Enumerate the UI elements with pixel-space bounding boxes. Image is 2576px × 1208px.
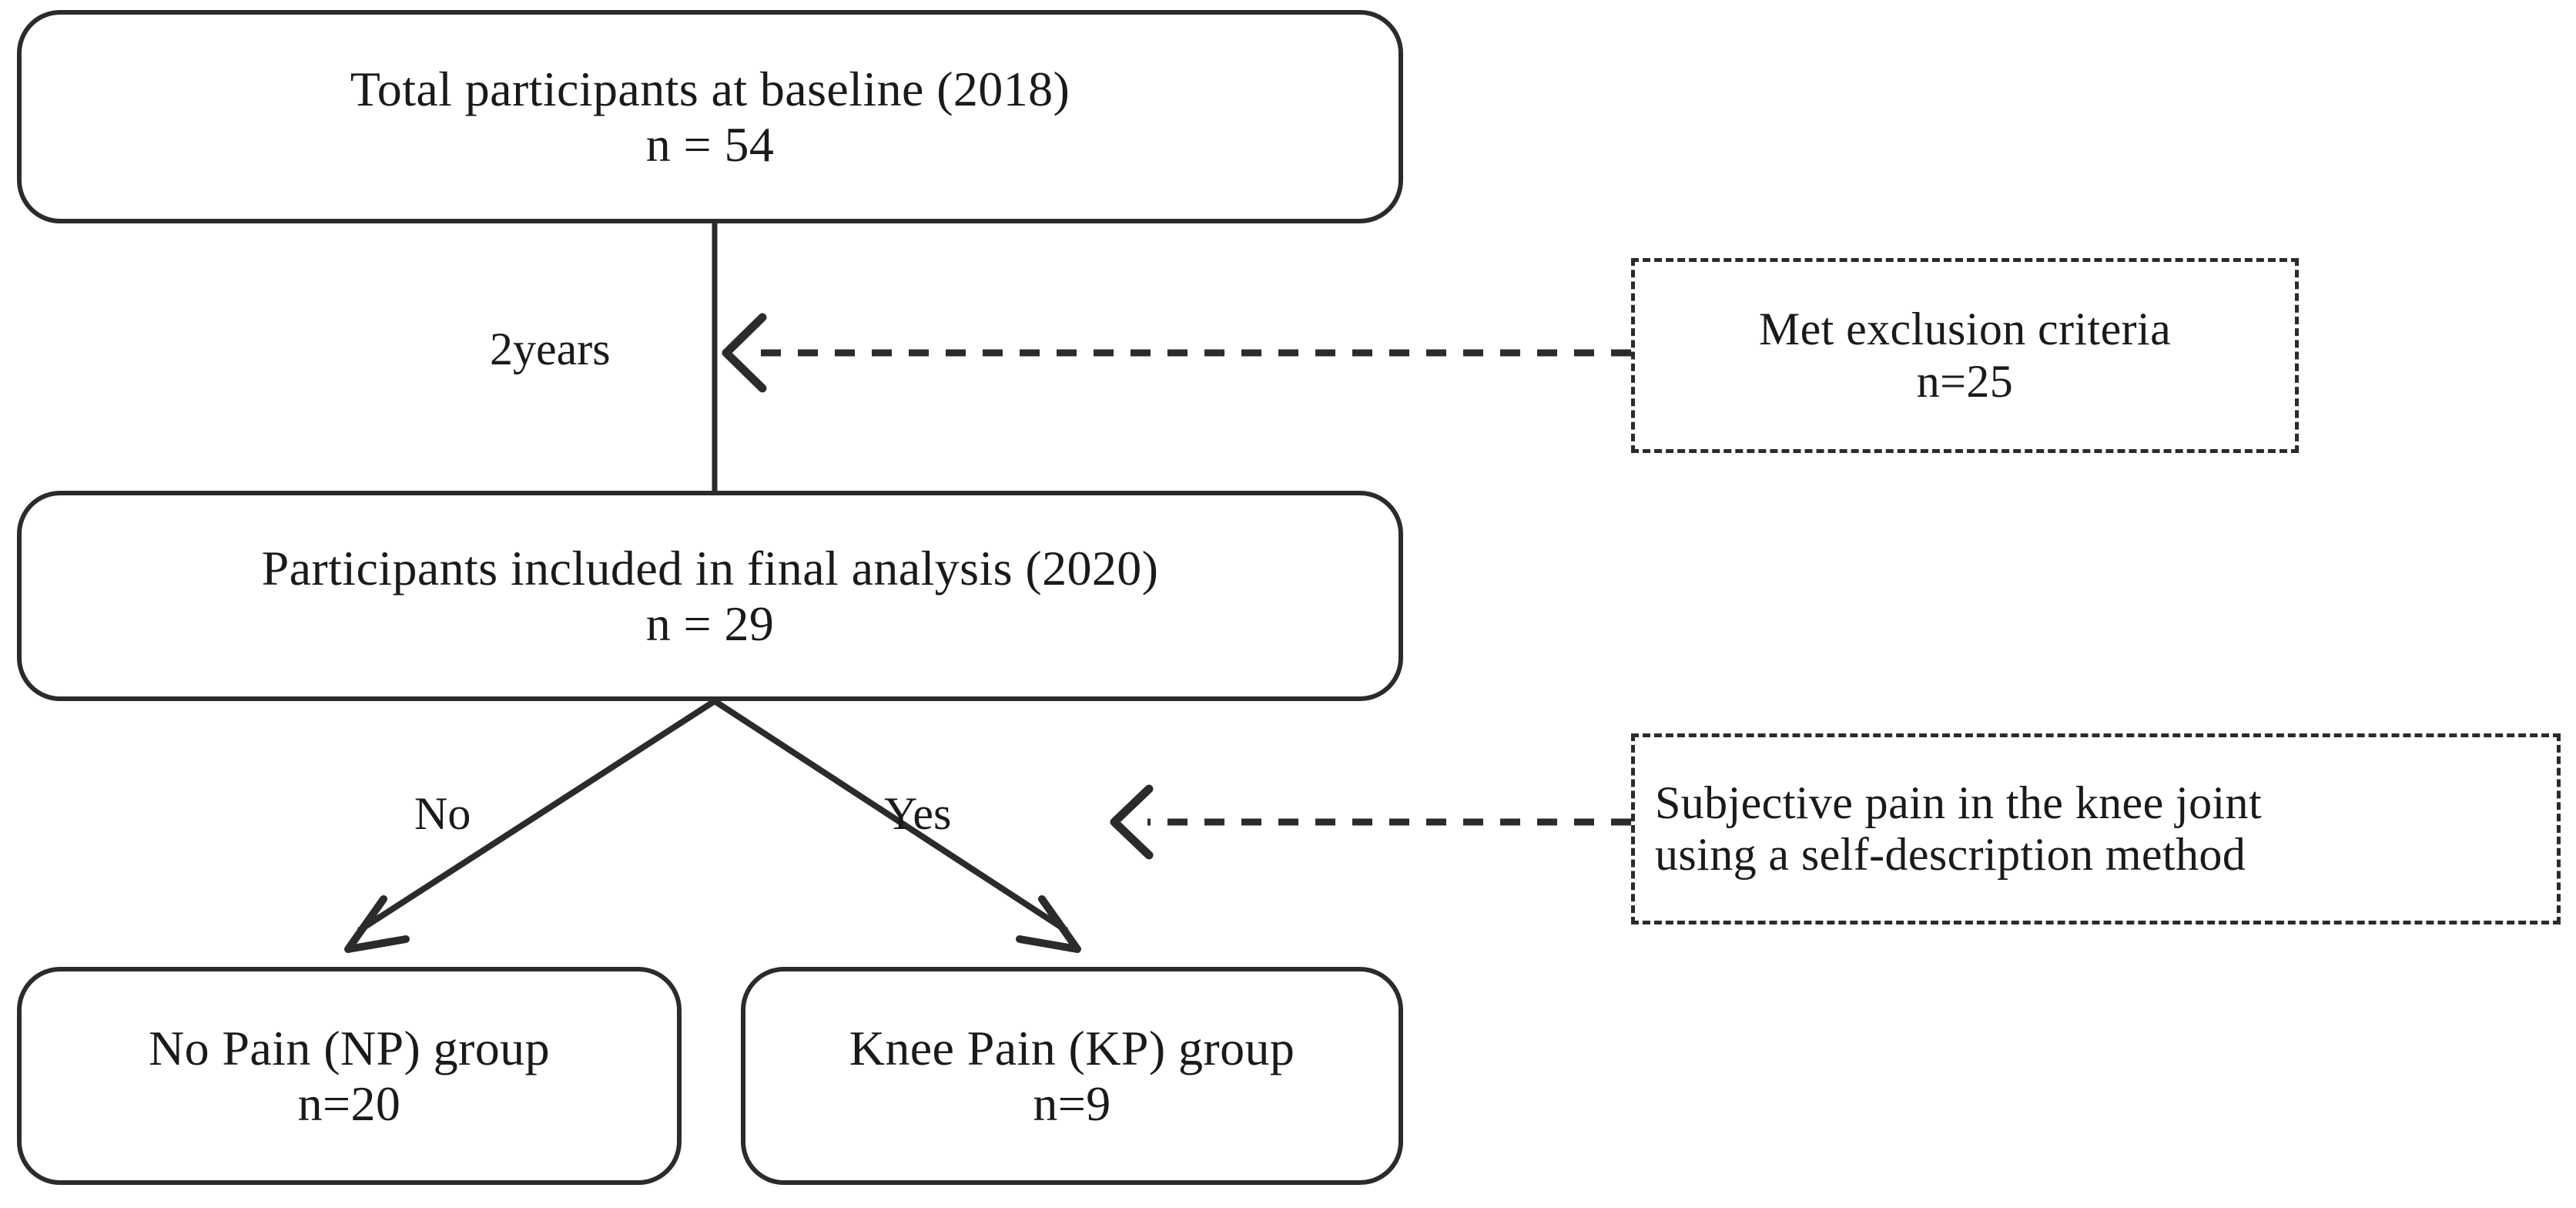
node-met-exclusion-criteria: Met exclusion criteria n=25 [1631,258,2299,453]
node-subjective-line1: Subjective pain in the knee joint [1655,777,2263,828]
node-knee-pain-line1: Knee Pain (KP) group [849,1020,1295,1075]
node-knee-pain-group: Knee Pain (KP) group n=9 [741,967,1403,1185]
arrow-subjective-to-branch [1110,784,1631,860]
node-baseline-line1: Total participants at baseline (2018) [350,61,1070,116]
edge-label-branch-yes: Yes [884,788,952,839]
branch-no-arrow [344,698,717,953]
node-final-line2: n = 29 [645,596,775,651]
node-knee-pain-line2: n=9 [1033,1075,1111,1131]
node-baseline-line2: n = 54 [645,116,775,172]
arrow-exclusion-to-connector [722,313,1631,393]
edge-label-followup-duration: 2years [490,324,611,374]
node-no-pain-line2: n=20 [297,1075,401,1131]
node-no-pain-group: No Pain (NP) group n=20 [17,967,682,1185]
node-participants-final-analysis: Participants included in final analysis … [17,491,1403,701]
node-subjective-line2: using a self-description method [1655,829,2246,880]
node-no-pain-line1: No Pain (NP) group [149,1020,550,1075]
node-total-participants-baseline: Total participants at baseline (2018) n … [17,10,1403,223]
node-exclusion-line1: Met exclusion criteria [1758,304,2172,355]
node-subjective-pain-assessment: Subjective pain in the knee joint using … [1631,733,2561,924]
node-final-line1: Participants included in final analysis … [261,540,1159,596]
edge-label-branch-no: No [414,788,471,839]
node-exclusion-line2: n=25 [1916,355,2014,407]
